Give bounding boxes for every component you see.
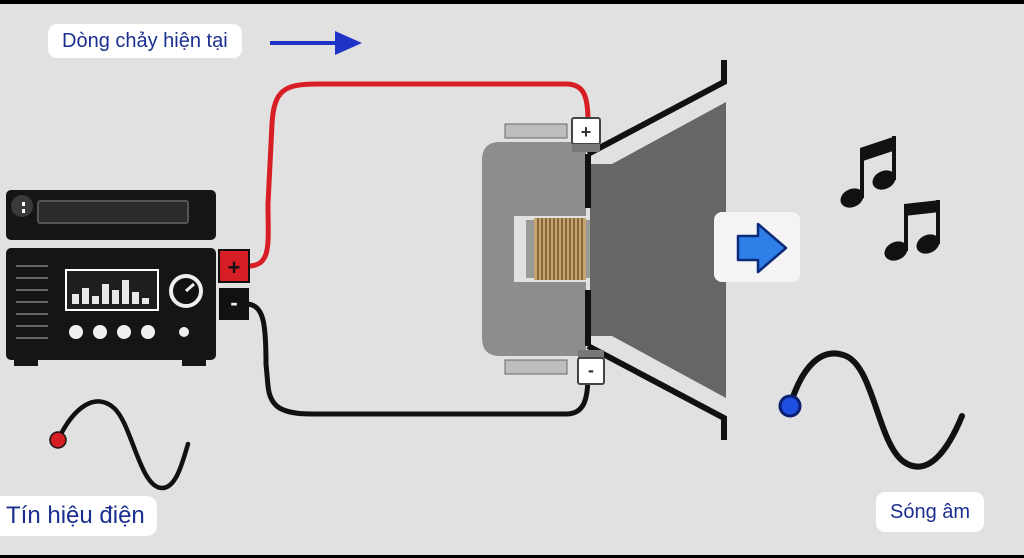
- sound-start-dot: [778, 394, 802, 418]
- negative-wire: [245, 301, 591, 417]
- speaker-icon: [482, 60, 727, 440]
- speaker-positive-symbol: +: [581, 122, 592, 142]
- sound-wave-label: Sóng âm: [876, 492, 985, 532]
- diagram-canvas: + -: [6, 31, 965, 491]
- electric-signal-wave: [49, 399, 191, 491]
- speaker-positive-terminal: +: [571, 117, 601, 152]
- sound-direction-arrow-icon: [714, 212, 800, 282]
- amp-negative-terminal: -: [219, 288, 249, 320]
- signal-start-dot: [49, 431, 67, 449]
- sound-wave: [778, 350, 965, 470]
- electric-signal-label: Tín hiệu điện: [0, 496, 157, 536]
- amplifier-icon: [6, 190, 216, 366]
- current-flow-arrow-icon: [270, 31, 362, 55]
- speaker-negative-terminal: -: [577, 350, 605, 385]
- music-notes-icon: [840, 136, 940, 261]
- amp-positive-symbol: +: [228, 255, 241, 280]
- current-flow-label: Dòng chảy hiện tại: [48, 24, 242, 58]
- speaker-negative-symbol: -: [588, 360, 594, 380]
- amp-positive-terminal: +: [218, 249, 250, 283]
- positive-wire: [247, 81, 591, 269]
- speaker-diagram: + -: [0, 4, 1024, 555]
- amp-negative-symbol: -: [230, 290, 237, 315]
